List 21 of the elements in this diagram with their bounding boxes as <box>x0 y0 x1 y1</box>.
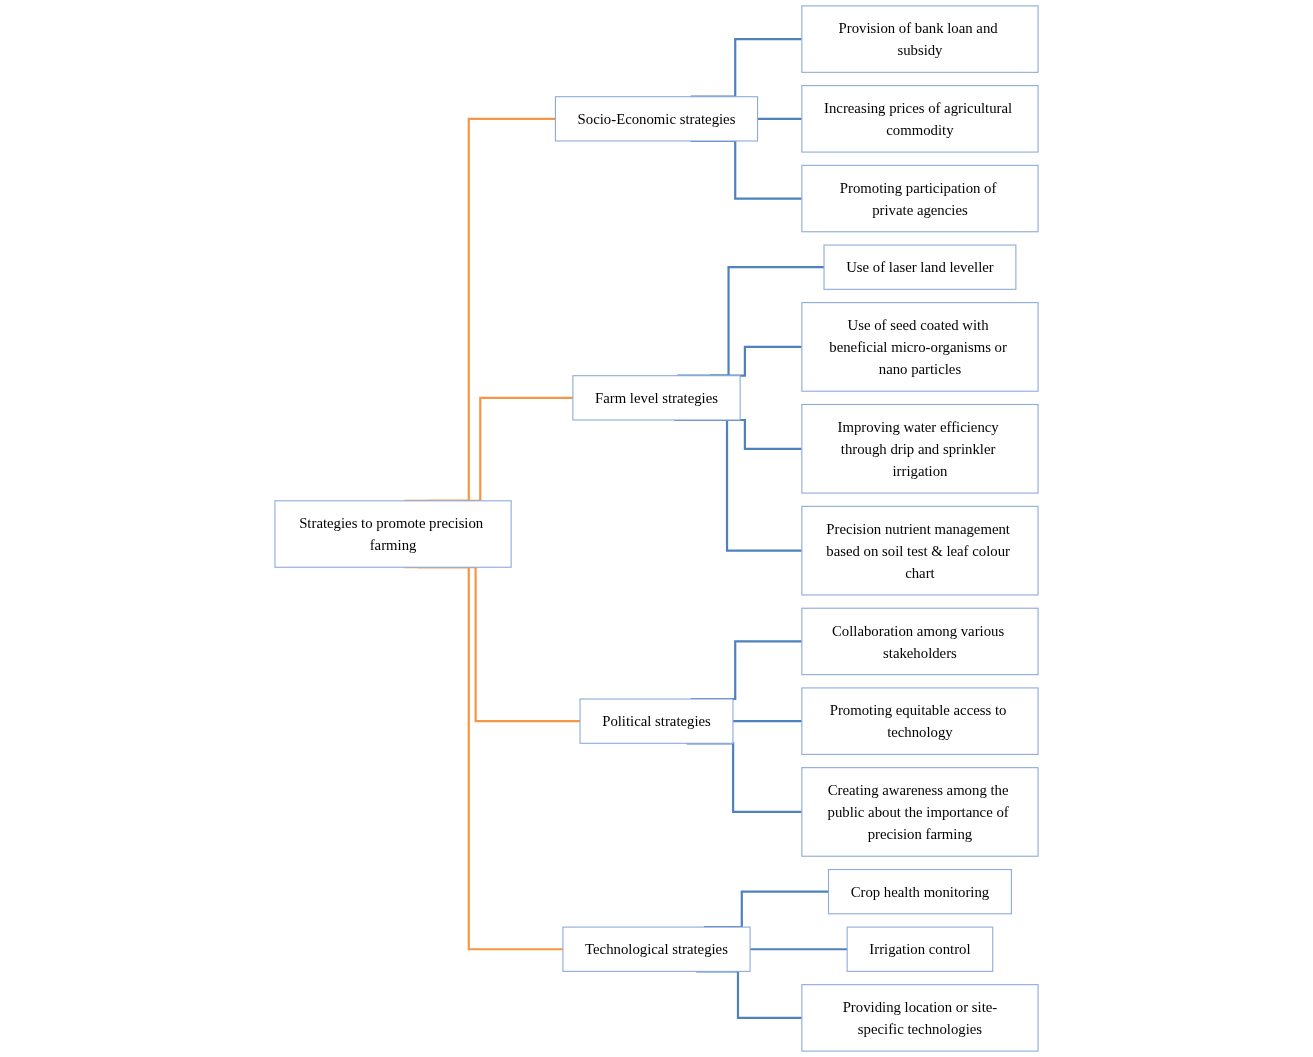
node-box: Promoting equitable access to technology <box>801 687 1039 755</box>
node-box: Use of laser land leveller <box>823 244 1017 290</box>
node-box: Providing location or site-specific technologies <box>801 984 1039 1052</box>
node-box: Political strategies <box>579 698 734 744</box>
node-box: Increasing prices of agricultural commodity <box>801 85 1039 153</box>
node-box: Collaboration among various stakeholders <box>801 607 1039 676</box>
node-box: Socio-Economic strategies <box>554 96 759 142</box>
node-box: Farm level strategies <box>572 375 741 421</box>
node-box: Use of seed coated with beneficial micro-organisms or nano particles <box>801 302 1039 392</box>
connector <box>732 720 802 723</box>
node-box: Creating awareness among the public about the importance of precision farming <box>801 767 1039 857</box>
node-box: Crop health monitoring <box>827 868 1012 915</box>
connector <box>750 948 848 951</box>
node-box: Strategies to promote precision farming <box>274 500 512 568</box>
node-box: Improving water efficiency through drip and sprinkler irrigation <box>801 403 1039 494</box>
node-box: Promoting participation of private agencies <box>801 164 1039 233</box>
node-box: Irrigation control <box>846 926 994 972</box>
connector <box>757 117 802 120</box>
node-box: Technological strategies <box>562 926 751 972</box>
node-box: Precision nutrient management based on soil test & leaf colour chart <box>801 505 1039 596</box>
node-box: Provision of bank loan and subsidy <box>801 5 1039 73</box>
